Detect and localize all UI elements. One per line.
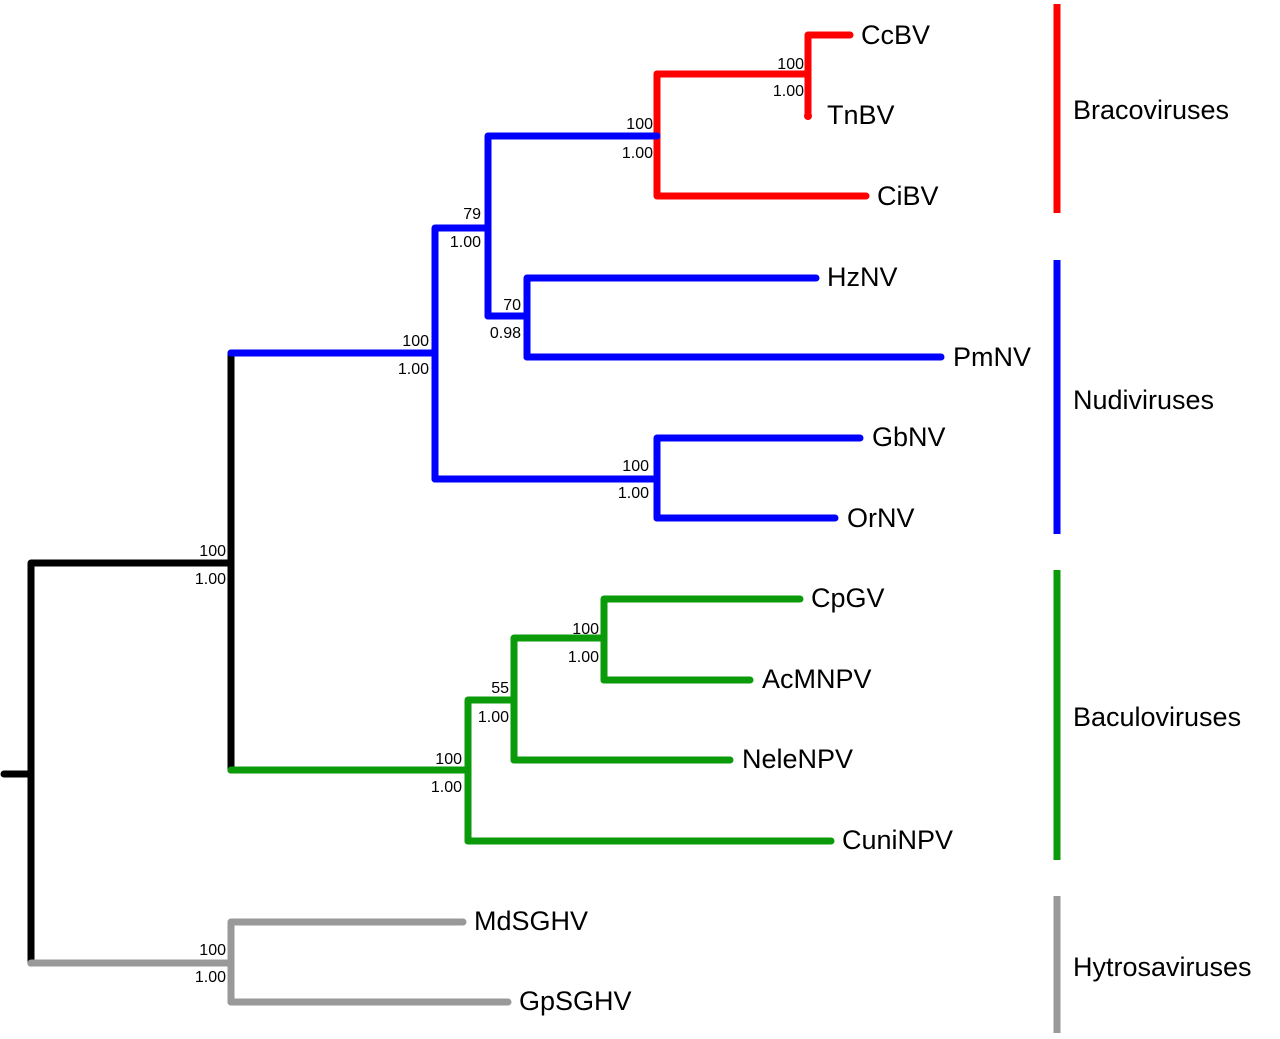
taxon-label-TnBV: TnBV bbox=[827, 100, 895, 130]
posterior-CpAc-Nele: 1.00 bbox=[478, 709, 509, 726]
root-branches bbox=[0, 349, 235, 967]
baculovirus-branches bbox=[227, 595, 835, 845]
branch-CiBV bbox=[653, 70, 870, 200]
taxon-label-HzNV: HzNV bbox=[827, 262, 898, 292]
bracovirus-tip-dots bbox=[804, 112, 812, 120]
taxon-label-NeleNPV: NeleNPV bbox=[742, 744, 853, 774]
taxon-label-PmNV: PmNV bbox=[953, 342, 1031, 372]
bootstrap-hytrosavirus-clade: 100 bbox=[199, 942, 226, 959]
branch-CpGV bbox=[600, 595, 804, 684]
taxon-labels: CcBV TnBV CiBV HzNV PmNV GbNV OrNV CpGV … bbox=[474, 20, 1031, 1016]
group-labels: Bracoviruses Nudiviruses Baculoviruses H… bbox=[1073, 95, 1252, 982]
taxon-label-MdSGHV: MdSGHV bbox=[474, 906, 588, 936]
group-label-bracoviruses: Bracoviruses bbox=[1073, 95, 1229, 125]
posterior-bracovirus-clade: 1.00 bbox=[622, 145, 653, 162]
posterior-nudivirus-clade: 1.00 bbox=[398, 361, 429, 378]
branch-CpAc-stem bbox=[510, 634, 608, 764]
branch-GbNV bbox=[653, 434, 864, 522]
posterior-hytrosavirus-clade: 1.00 bbox=[195, 969, 226, 986]
taxon-label-OrNV: OrNV bbox=[847, 503, 915, 533]
tip-dot-TnBV bbox=[804, 112, 812, 120]
branch-HzNV bbox=[523, 274, 820, 361]
bootstrap-CpAc-Nele: 55 bbox=[491, 680, 509, 697]
taxon-label-CpGV: CpGV bbox=[811, 583, 885, 613]
bootstrap-braco-HzPm: 79 bbox=[463, 206, 481, 223]
support-values: 100 1.00 100 1.00 79 1.00 70 0.98 100 1.… bbox=[195, 56, 804, 986]
taxon-label-GpSGHV: GpSGHV bbox=[519, 986, 632, 1016]
bootstrap-GbNV-OrNV: 100 bbox=[622, 458, 649, 475]
branch-braco-HzPm-stem bbox=[431, 224, 492, 483]
bootstrap-nudivirus-clade: 100 bbox=[402, 333, 429, 350]
hytrosavirus-branches bbox=[27, 918, 512, 1006]
taxon-label-GbNV: GbNV bbox=[872, 422, 946, 452]
posterior-GbNV-OrNV: 1.00 bbox=[618, 485, 649, 502]
bootstrap-CpGV-AcMNPV: 100 bbox=[572, 621, 599, 638]
posterior-CpGV-AcMNPV: 1.00 bbox=[568, 649, 599, 666]
bracovirus-branches bbox=[653, 31, 870, 200]
branch-CpAcNele-stem bbox=[464, 696, 518, 845]
root-split bbox=[27, 559, 235, 967]
branch-bracovirus-stem bbox=[484, 132, 661, 320]
branch-CcBV bbox=[804, 31, 854, 120]
taxon-label-CuniNPV: CuniNPV bbox=[842, 825, 953, 855]
nudivirus-branches bbox=[227, 132, 945, 522]
group-label-hytrosaviruses: Hytrosaviruses bbox=[1073, 952, 1252, 982]
group-label-nudiviruses: Nudiviruses bbox=[1073, 385, 1214, 415]
bootstrap-nudi-baculo: 100 bbox=[199, 543, 226, 560]
taxon-label-CiBV: CiBV bbox=[877, 181, 939, 211]
bootstrap-HzNV-PmNV: 70 bbox=[503, 297, 521, 314]
posterior-nudi-baculo: 1.00 bbox=[195, 571, 226, 588]
posterior-braco-HzPm: 1.00 bbox=[450, 234, 481, 251]
bootstrap-CcBV-TnBV: 100 bbox=[777, 56, 804, 73]
bootstrap-bracovirus-clade: 100 bbox=[626, 116, 653, 133]
group-label-baculoviruses: Baculoviruses bbox=[1073, 702, 1241, 732]
branch-MdSGHV bbox=[227, 918, 467, 1006]
posterior-HzNV-PmNV: 0.98 bbox=[490, 325, 521, 342]
taxon-label-CcBV: CcBV bbox=[861, 20, 930, 50]
taxon-label-AcMNPV: AcMNPV bbox=[762, 664, 872, 694]
posterior-baculovirus-clade: 1.00 bbox=[431, 779, 462, 796]
posterior-CcBV-TnBV: 1.00 bbox=[773, 83, 804, 100]
bootstrap-baculovirus-clade: 100 bbox=[435, 751, 462, 768]
